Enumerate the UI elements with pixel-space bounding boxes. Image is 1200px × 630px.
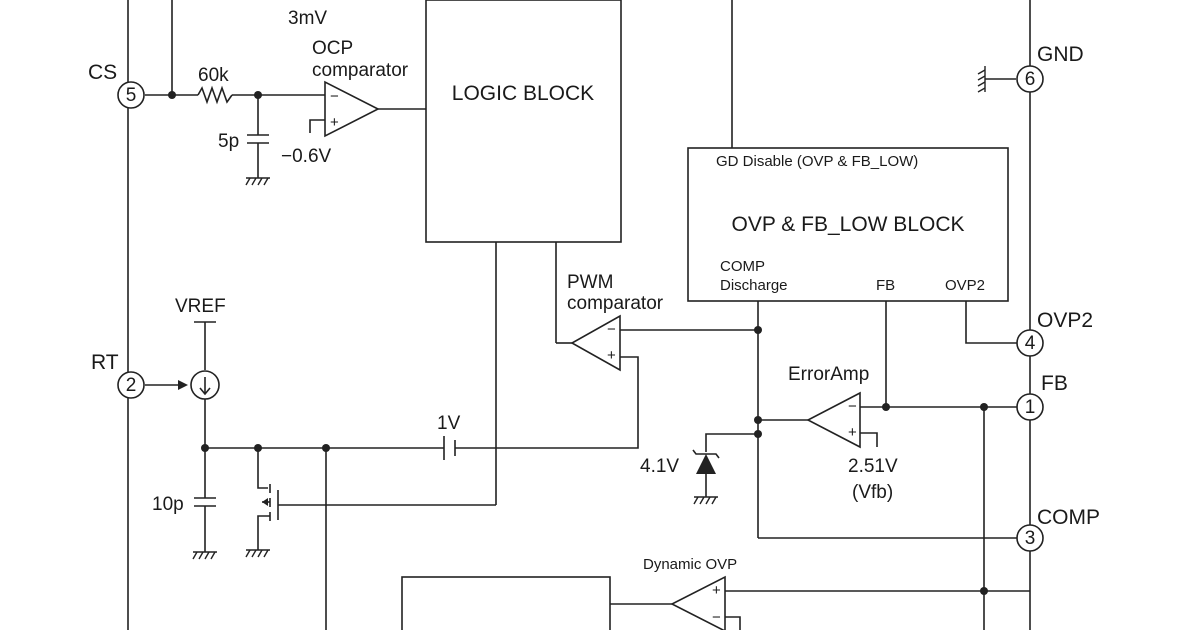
- svg-text:5: 5: [126, 85, 137, 106]
- dynamic-ovp-plus: +: [712, 582, 721, 599]
- discharge-port-label: Discharge: [720, 277, 788, 294]
- svg-text:GND: GND: [1037, 43, 1084, 66]
- label-4-1v: 4.1V: [640, 456, 679, 477]
- label-2-51v: 2.51V: [848, 456, 898, 477]
- resistor-60k: [197, 85, 233, 105]
- svg-text:6: 6: [1025, 69, 1036, 90]
- pwm-minus: −: [607, 321, 616, 338]
- gd-disable-label: GD Disable (OVP & FB_LOW): [716, 153, 918, 170]
- label-pwm: PWM: [567, 272, 613, 293]
- svg-text:OVP2: OVP2: [1037, 309, 1093, 332]
- ocp-comparator: [324, 80, 380, 138]
- ground-icon: [977, 66, 1016, 93]
- pwm-plus: +: [607, 347, 616, 364]
- erroramp-minus: −: [848, 398, 857, 415]
- label-3mv: 3mV: [288, 8, 327, 29]
- logic-block-label: LOGIC BLOCK: [452, 82, 594, 105]
- svg-text:2: 2: [126, 375, 137, 396]
- error-amp: [806, 391, 861, 449]
- label-10p: 10p: [152, 494, 184, 515]
- dynamic-ovp-comparator: [670, 575, 726, 630]
- label-comparator-ocp: comparator: [312, 60, 409, 81]
- ground-icon: [693, 496, 718, 505]
- pin-rt: 2 RT: [91, 351, 145, 399]
- ovp-block-label: OVP & FB_LOW BLOCK: [731, 213, 964, 236]
- ground-icon: [245, 177, 270, 186]
- label-60k: 60k: [198, 65, 229, 86]
- mosfet-switch: [257, 448, 496, 550]
- pwm-comparator: [570, 314, 621, 372]
- svg-text:1: 1: [1025, 397, 1036, 418]
- pin-gnd: 6 GND: [1016, 43, 1084, 93]
- ocp-plus: +: [330, 114, 339, 131]
- pin-ovp2: 4 OVP2: [1016, 309, 1093, 357]
- ovp-fb-low-block: [687, 147, 1009, 302]
- label-5p: 5p: [218, 131, 239, 152]
- pin-cs: 5 CS: [88, 61, 145, 109]
- ocp-minus: −: [330, 88, 339, 105]
- svg-text:FB: FB: [1041, 372, 1068, 395]
- bottom-block: [401, 576, 611, 630]
- pin-fb: 1 FB: [1016, 372, 1068, 421]
- svg-text:RT: RT: [91, 351, 119, 374]
- logic-block: [425, 0, 622, 243]
- ovp2-port-label: OVP2: [945, 277, 985, 294]
- vref-label: VREF: [175, 296, 226, 317]
- svg-text:4: 4: [1025, 333, 1036, 354]
- zener-diode: [696, 454, 716, 474]
- svg-text:CS: CS: [88, 61, 117, 84]
- dynamic-ovp-minus: −: [712, 609, 721, 626]
- svg-text:3: 3: [1025, 528, 1036, 549]
- svg-text:COMP: COMP: [1037, 506, 1100, 529]
- ground-icon: [192, 551, 217, 560]
- label-comparator-pwm: comparator: [567, 293, 664, 314]
- fb-port-label: FB: [876, 277, 895, 294]
- error-amp-label: ErrorAmp: [788, 364, 869, 385]
- label-1v: 1V: [437, 413, 461, 434]
- pin-comp: 3 COMP: [1016, 506, 1100, 552]
- label-vfb: (Vfb): [852, 482, 893, 503]
- comp-port-label: COMP: [720, 258, 765, 275]
- ground-icon: [245, 549, 270, 558]
- erroramp-plus: +: [848, 424, 857, 441]
- label-ocp: OCP: [312, 38, 353, 59]
- dynamic-ovp-label: Dynamic OVP: [643, 556, 737, 573]
- label-neg-0-6v: −0.6V: [281, 146, 332, 167]
